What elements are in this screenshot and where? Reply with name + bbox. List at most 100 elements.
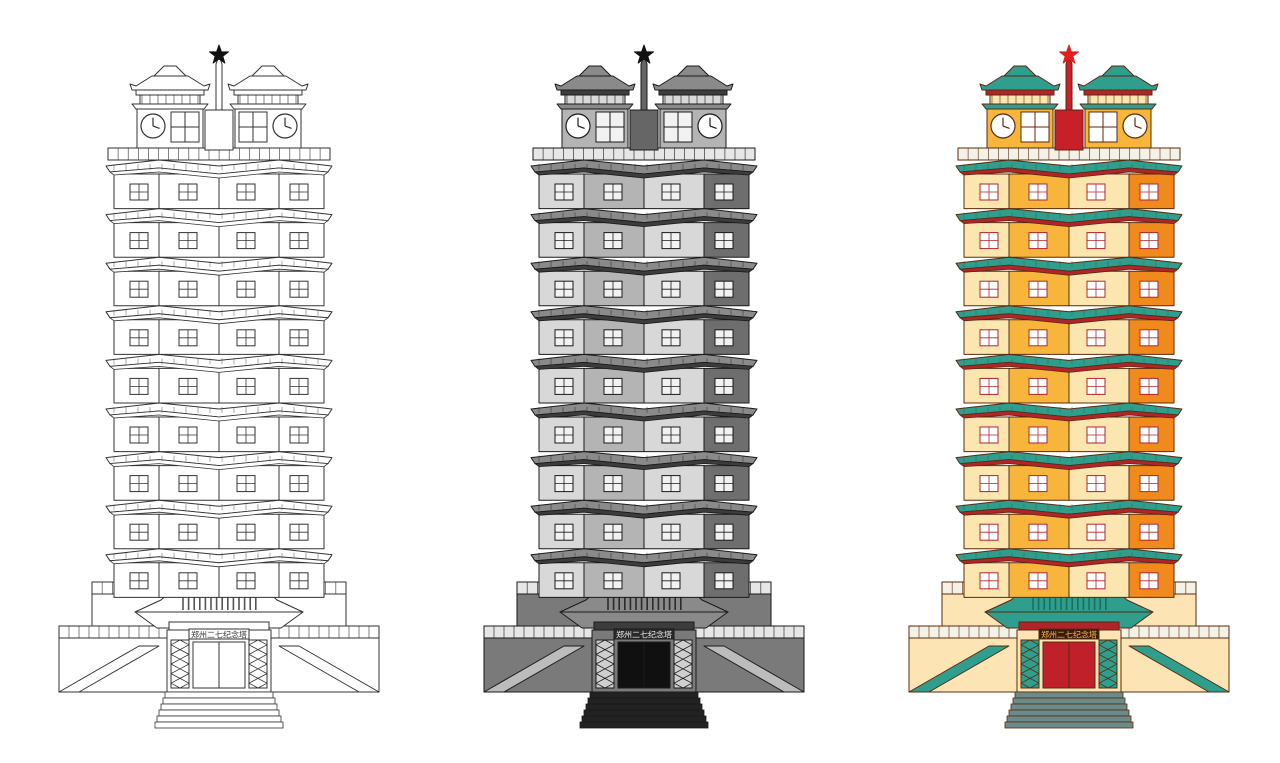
pavilion-lower-roof (1079, 103, 1157, 110)
gate-plaque-text: 郑州二七纪念塔 (616, 630, 672, 640)
pavilion-roof (652, 75, 734, 91)
stair-step (1010, 703, 1128, 711)
right-ramp (278, 645, 380, 693)
pavilion-eave (1083, 89, 1153, 96)
pavilion-roof-top (676, 65, 710, 77)
stair-step (1008, 709, 1130, 717)
pavilion-eave (560, 89, 630, 96)
right-ramp (1128, 645, 1230, 693)
floor-eave-underside (959, 410, 1179, 422)
pavilion-roof-top (578, 65, 612, 77)
stair-step (1012, 697, 1126, 705)
pavilion-lower-roof (229, 103, 307, 110)
pavilion-eave (135, 89, 205, 96)
floor-eave-underside (109, 313, 329, 325)
floor-eave-underside (109, 410, 329, 422)
floor-eave-underside (534, 459, 754, 471)
floor-eave-underside (109, 264, 329, 276)
stair-step (583, 709, 705, 717)
floor-eave-underside (959, 264, 1179, 276)
floor-eave-underside (534, 507, 754, 519)
pavilion-band (139, 94, 201, 105)
pavilion-roof (979, 75, 1061, 91)
floor-eave-underside (109, 167, 329, 179)
gate-pillar (170, 639, 190, 689)
star (633, 44, 655, 64)
stair-step (1014, 691, 1124, 699)
left-ramp (483, 645, 585, 693)
floor-eave-underside (109, 216, 329, 228)
pavilion-roof (227, 75, 309, 91)
pavilion-eave (233, 89, 303, 96)
floor-eave-underside (534, 313, 754, 325)
gate-plaque-text: 郑州二七纪念塔 (191, 630, 247, 640)
pavilion-band (237, 94, 299, 105)
pavilion-roof (1077, 75, 1159, 91)
stair-step (160, 703, 278, 711)
right-ramp (703, 645, 805, 693)
stair-step (585, 703, 703, 711)
pavilion-roof (554, 75, 636, 91)
pavilion-roof-top (1003, 65, 1037, 77)
stair-step (1004, 721, 1134, 729)
pavilion-band (662, 94, 724, 105)
star (1058, 44, 1080, 64)
stair-step (156, 715, 282, 723)
floor-eave-underside (959, 507, 1179, 519)
left-ramp (908, 645, 1010, 693)
spire-base (629, 109, 659, 151)
gate-pillar (248, 639, 268, 689)
pavilion-lower-roof (654, 103, 732, 110)
clock-hand (1002, 125, 1010, 129)
gate-pillar (673, 639, 693, 689)
floor-eave-underside (109, 507, 329, 519)
pavilion-roof-top (251, 65, 285, 77)
gate-plaque (1038, 628, 1100, 640)
pavilion-roof (129, 75, 211, 91)
pavilion-eave (985, 89, 1055, 96)
pavilion-lower-roof (556, 103, 634, 110)
stair-step (589, 691, 699, 699)
clock-hand (709, 125, 717, 129)
pavilion-lower-roof (131, 103, 209, 110)
tower-color: 郑州二七纪念塔 (908, 44, 1230, 729)
clock-hand (152, 125, 160, 129)
gate-plaque-text: 郑州二七纪念塔 (1041, 630, 1097, 640)
pavilion-band (1087, 94, 1149, 105)
floor-eave-underside (534, 264, 754, 276)
floor-eave-underside (534, 556, 754, 568)
clock-hand (284, 125, 292, 129)
stair-step (162, 697, 276, 705)
pavilion-eave (658, 89, 728, 96)
gate-pillar (1098, 639, 1118, 689)
stair-step (1006, 715, 1132, 723)
floor-eave-underside (109, 556, 329, 568)
pavilion-roof-top (1101, 65, 1135, 77)
gate-pillar (1020, 639, 1040, 689)
floor-eave-underside (959, 361, 1179, 373)
gate-plaque (188, 628, 250, 640)
gate-plaque (613, 628, 675, 640)
left-ramp (58, 645, 160, 693)
stair-step (587, 697, 701, 705)
stair-step (579, 721, 709, 729)
spire-base (204, 109, 234, 151)
stair-step (164, 691, 274, 699)
stair-step (581, 715, 707, 723)
clock-hand (577, 125, 585, 129)
floor-eave-underside (534, 167, 754, 179)
floor-eave-underside (109, 459, 329, 471)
spire-base (1054, 109, 1084, 151)
star (208, 44, 230, 64)
pavilion-roof-top (153, 65, 187, 77)
floor-eave-underside (109, 361, 329, 373)
pavilion-band (564, 94, 626, 105)
gate-pillar (595, 639, 615, 689)
pavilion-band (989, 94, 1051, 105)
floor-eave-underside (534, 216, 754, 228)
floor-eave-underside (534, 410, 754, 422)
floor-eave-underside (959, 556, 1179, 568)
stair-step (154, 721, 284, 729)
